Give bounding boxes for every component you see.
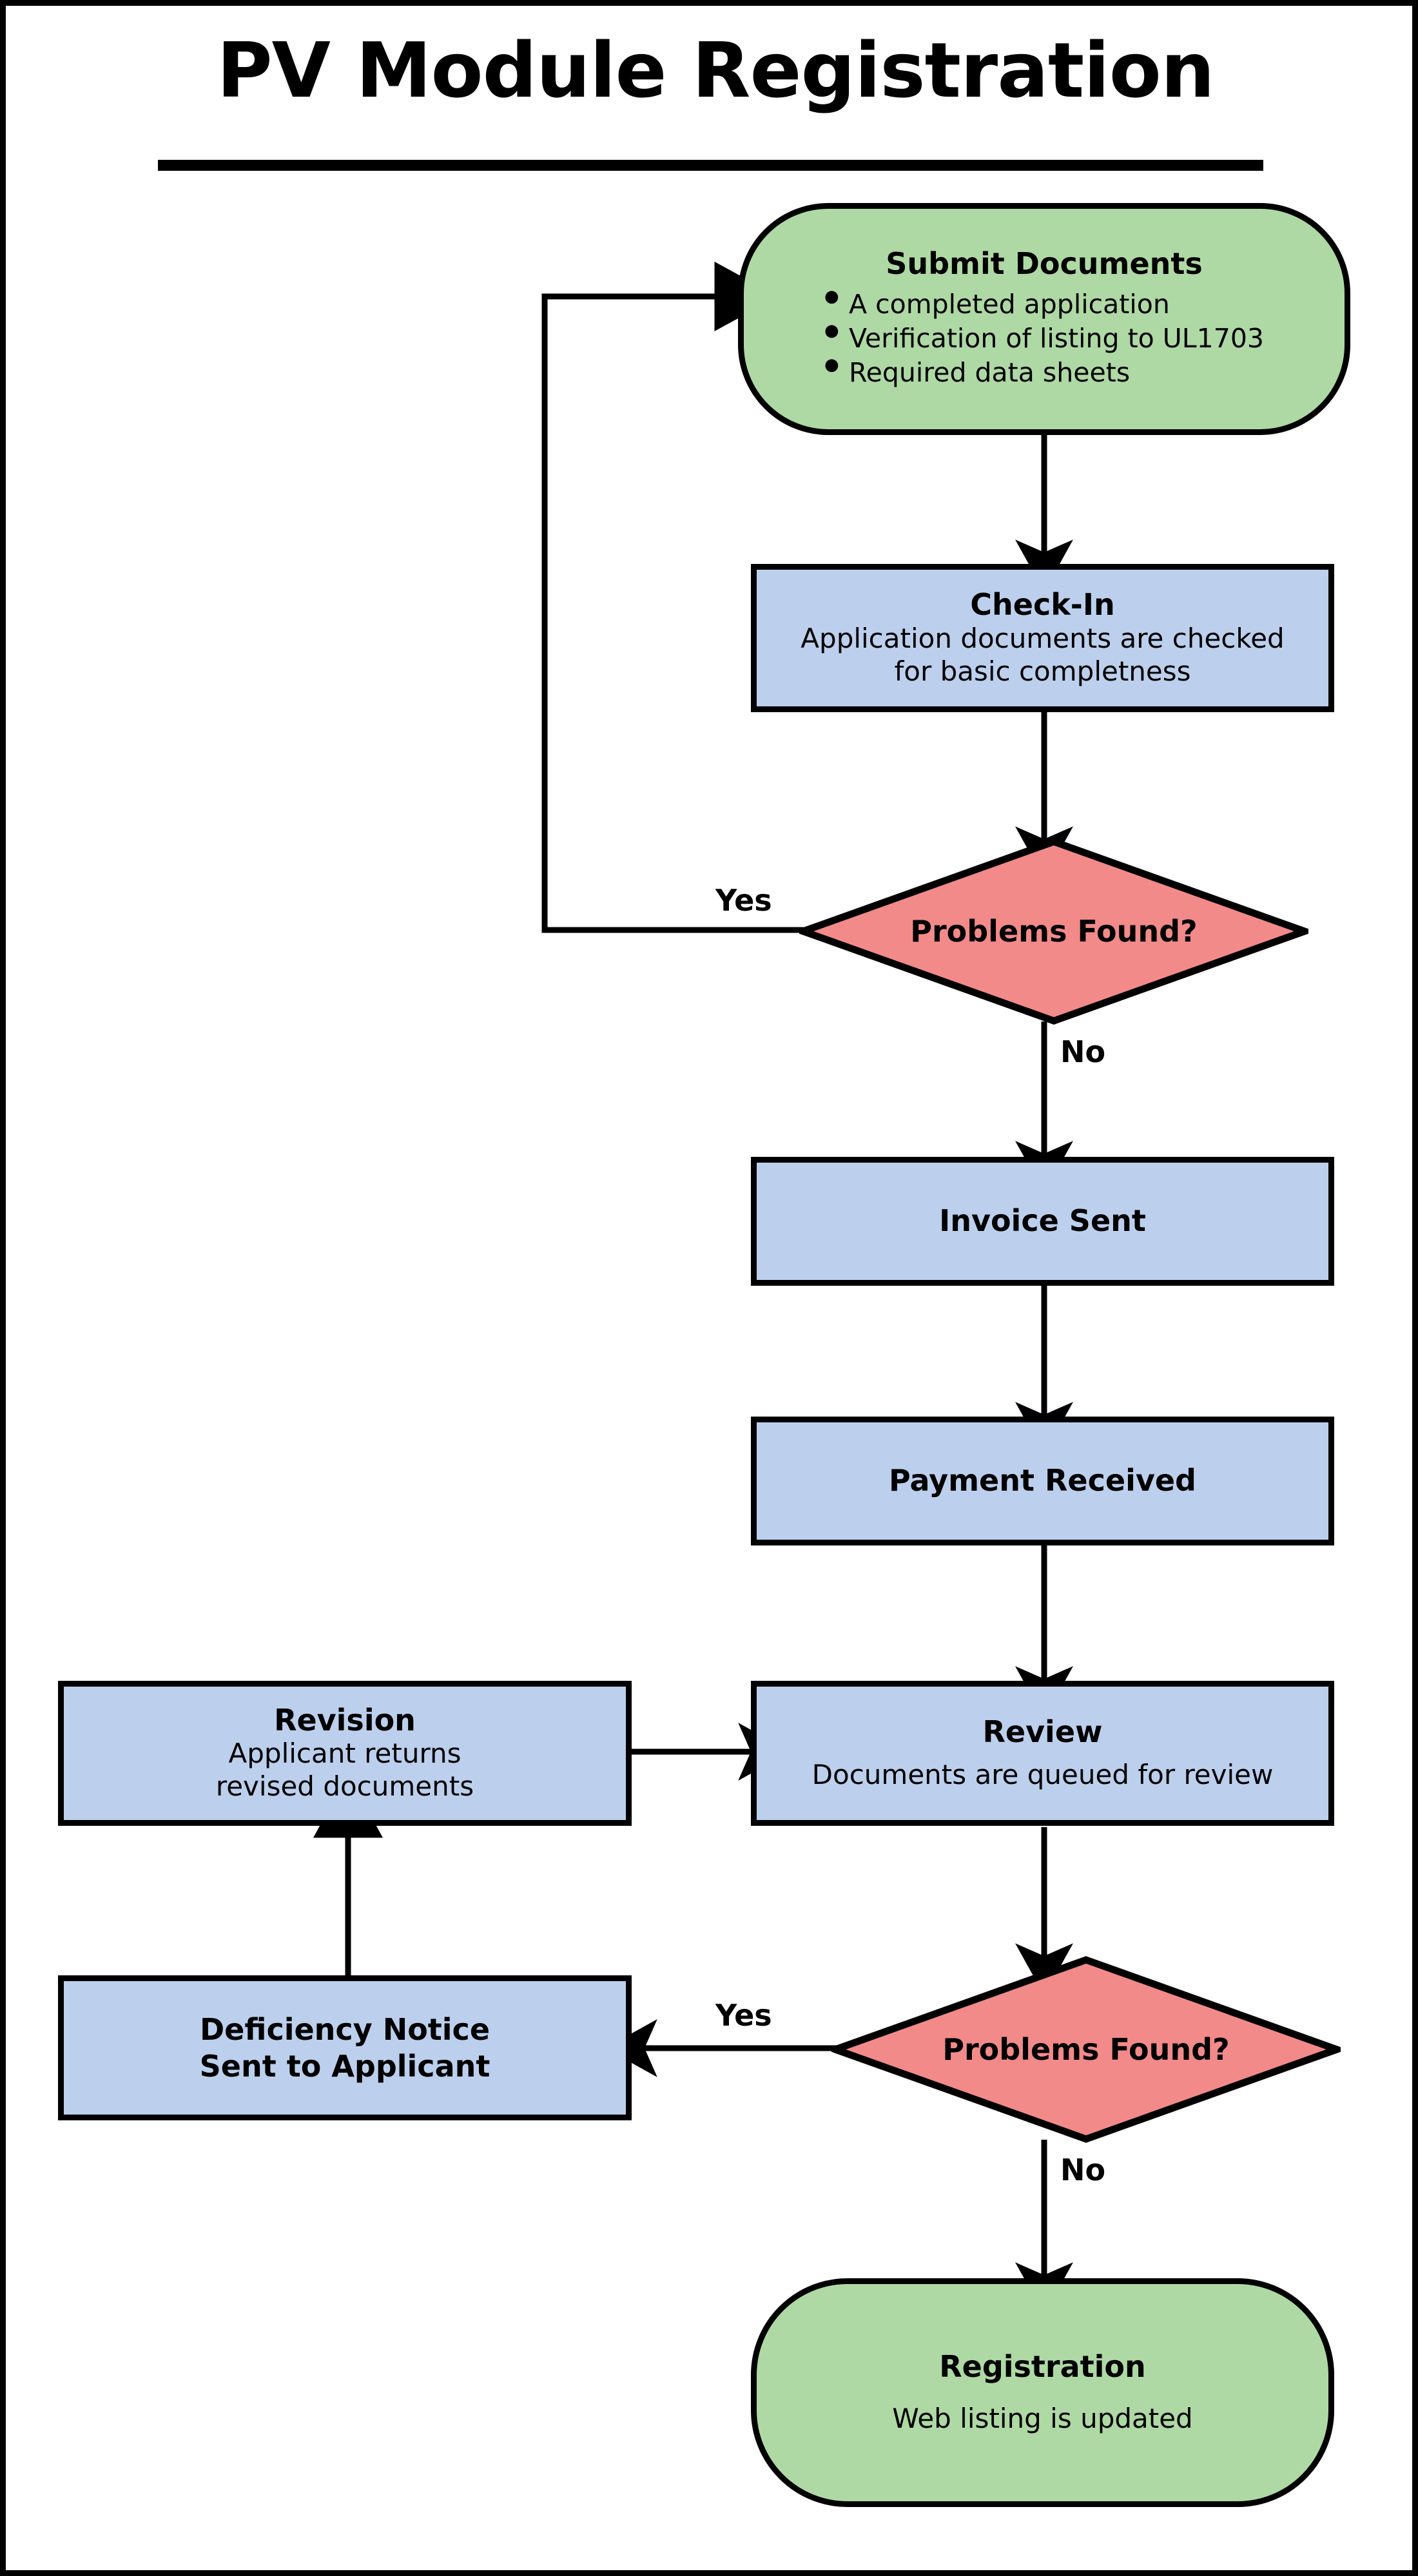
- node-invoice-sent-title: Invoice Sent: [939, 1203, 1146, 1239]
- node-deficiency-notice-line1: Deficiency Notice: [199, 2012, 490, 2048]
- node-review-title: Review: [982, 1714, 1103, 1750]
- edge-label-decision1-yes: Yes: [715, 883, 772, 918]
- page-title: PV Module Registration: [217, 26, 1215, 115]
- node-check-in-line2: for basic completness: [894, 655, 1191, 687]
- node-submit-documents-bullets: A completed application Verification of …: [824, 286, 1264, 391]
- node-check-in-line1: Application documents are checked: [801, 622, 1285, 654]
- node-registration[interactable]: Registration Web listing is updated: [751, 2278, 1334, 2507]
- node-submit-documents[interactable]: Submit Documents A completed application…: [738, 203, 1350, 435]
- node-check-in[interactable]: Check-In Application documents are check…: [751, 564, 1334, 712]
- bullet-item: Required data sheets: [824, 354, 1264, 390]
- bullet-item: A completed application: [824, 286, 1264, 322]
- title-underline: [158, 160, 1263, 171]
- node-review-line1: Documents are queued for review: [811, 1758, 1274, 1790]
- node-payment-received-title: Payment Received: [889, 1463, 1196, 1498]
- node-review[interactable]: Review Documents are queued for review: [751, 1681, 1334, 1826]
- node-revision-line1: Applicant returns: [228, 1738, 461, 1770]
- bullet-item: Verification of listing to UL1703: [824, 320, 1264, 356]
- node-invoice-sent[interactable]: Invoice Sent: [751, 1157, 1334, 1286]
- node-deficiency-notice[interactable]: Deficiency Notice Sent to Applicant: [58, 1975, 632, 2120]
- edge-label-decision2-yes: Yes: [715, 1998, 772, 2033]
- node-revision[interactable]: Revision Applicant returns revised docum…: [58, 1681, 632, 1826]
- node-payment-received[interactable]: Payment Received: [751, 1417, 1334, 1545]
- node-decision-problems-found-2[interactable]: Problems Found?: [831, 1956, 1341, 2143]
- node-registration-title: Registration: [939, 2349, 1146, 2385]
- node-registration-line1: Web listing is updated: [892, 2402, 1193, 2434]
- node-check-in-title: Check-In: [970, 587, 1115, 622]
- node-decision-problems-found-1[interactable]: Problems Found?: [799, 838, 1308, 1025]
- node-revision-line2: revised documents: [215, 1770, 474, 1803]
- node-revision-title: Revision: [274, 1702, 416, 1738]
- edge-label-decision1-no: No: [1060, 1034, 1106, 1069]
- edge-label-decision2-no: No: [1060, 2153, 1106, 2187]
- node-submit-documents-title: Submit Documents: [886, 246, 1203, 282]
- node-deficiency-notice-line2: Sent to Applicant: [199, 2048, 490, 2084]
